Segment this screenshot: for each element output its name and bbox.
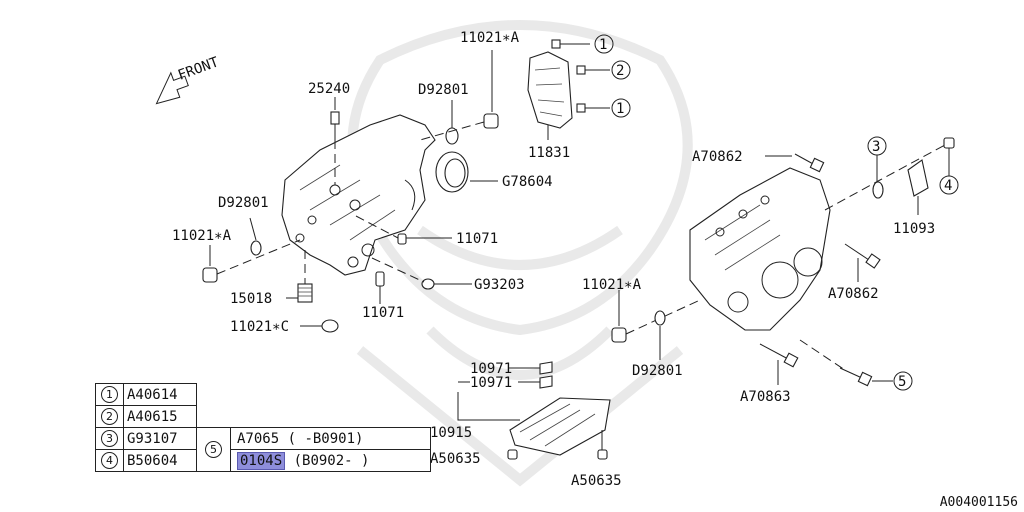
legend-five-code2-highlight[interactable]: 0104S (237, 451, 286, 470)
part-11071-b: 11071 (362, 271, 404, 321)
label-11021a-left: 11021∗A (172, 228, 232, 244)
label-11093: 11093 (893, 221, 935, 237)
part-11021c: 11021∗C (230, 319, 339, 335)
front-label: FRONT (176, 54, 222, 84)
part-15018: 15018 (230, 250, 313, 307)
label-11021c: 11021∗C (230, 319, 289, 335)
legend-code-4: B50604 (123, 449, 197, 472)
legend-row: 2 A40615 (95, 405, 431, 428)
legend-five-code1: A7065 (237, 430, 280, 447)
label-a50635-right: A50635 (571, 473, 622, 489)
part-g93203: G93203 (371, 257, 525, 293)
legend-row: 4 B50604 0104S (B0902- ) (95, 449, 431, 472)
circle-3-label: 3 (872, 139, 880, 155)
diagram-id: A004001156 (939, 495, 1018, 510)
label-a70863: A70863 (740, 389, 791, 405)
label-d92801-left: D92801 (218, 195, 269, 211)
right-crankcase (689, 167, 831, 331)
label-11021a-right: 11021∗A (582, 277, 642, 293)
label-a70862-right: A70862 (828, 286, 879, 302)
circle-2-label: 2 (616, 63, 624, 79)
circle-1a-label: 1 (599, 37, 607, 53)
part-d92801-right: D92801 (632, 310, 683, 379)
circle-4-label: 4 (944, 178, 952, 194)
label-15018: 15018 (230, 291, 272, 307)
legend-five-note1: ( -B0901) (287, 430, 364, 447)
bolt-circle-2: 2 (576, 60, 631, 80)
label-10971-a: 10971 (470, 361, 512, 377)
label-10971-b: 10971 (470, 375, 512, 391)
part-11831-plate: 11831 (527, 51, 573, 161)
part-a70862-top: A70862 (692, 149, 825, 173)
label-a50635-left: A50635 (430, 451, 481, 467)
label-d92801-right: D92801 (632, 363, 683, 379)
part-a50635-left: A50635 (430, 449, 518, 467)
legend-num-3: 3 (101, 430, 118, 447)
legend-code-1: A40614 (123, 383, 197, 406)
front-arrow-icon: FRONT (155, 54, 222, 105)
part-11021a-top: 11021∗A (419, 30, 520, 141)
legend-five-note2: (B0902- ) (293, 452, 370, 469)
legend-row: 1 A40614 (95, 383, 431, 406)
label-11071-a: 11071 (456, 231, 498, 247)
label-11021a-top: 11021∗A (460, 30, 520, 46)
part-circle-3: 3 (824, 136, 946, 211)
legend-num-1: 1 (101, 386, 118, 403)
label-g93203: G93203 (474, 277, 525, 293)
label-d92801-top: D92801 (418, 82, 469, 98)
part-circle-5-bolt: 5 (799, 339, 913, 391)
part-a70863: A70863 (740, 343, 799, 405)
label-25240: 25240 (308, 81, 350, 97)
label-g78604: G78604 (502, 174, 553, 190)
part-a70862-right: A70862 (828, 243, 881, 302)
part-a50635-right: A50635 (571, 430, 622, 489)
part-11071-a: 11071 (355, 215, 498, 247)
legend-five-row1: A7065 ( -B0901) (230, 427, 431, 450)
label-a70862-top: A70862 (692, 149, 743, 165)
part-d92801-left: D92801 (218, 195, 269, 256)
part-circle-4: 4 (939, 137, 959, 195)
part-10915-baffle: 10915 (430, 392, 611, 456)
circle-5-label: 5 (898, 374, 906, 390)
part-25240: 25240 (308, 81, 350, 185)
part-g78604-seal: G78604 (435, 151, 553, 193)
legend-code-3: G93107 (123, 427, 197, 450)
part-11021a-right: 11021∗A (582, 277, 701, 343)
part-10971-b: 10971 (458, 375, 553, 391)
bolt-circle-1a: 1 (551, 34, 614, 54)
legend-num-4: 4 (101, 452, 118, 469)
label-11071-b: 11071 (362, 305, 404, 321)
legend-code-2: A40615 (123, 405, 197, 428)
parts-legend-table: 1 A40614 2 A40615 3 G93107 5 A7065 ( -B0… (95, 383, 431, 472)
part-11093: 11093 (893, 159, 935, 237)
legend-five-row2: 0104S (B0902- ) (230, 449, 431, 472)
part-11021a-left: 11021∗A (172, 228, 301, 283)
legend-num-2: 2 (101, 408, 118, 425)
legend-row: 3 G93107 5 A7065 ( -B0901) (95, 427, 431, 472)
part-10971-a: 10971 (470, 361, 553, 377)
bolt-circle-1b: 1 (576, 98, 631, 118)
circle-1b-label: 1 (616, 101, 624, 117)
label-10915: 10915 (430, 425, 472, 441)
legend-num-5: 5 (205, 441, 222, 458)
label-11831: 11831 (528, 145, 570, 161)
